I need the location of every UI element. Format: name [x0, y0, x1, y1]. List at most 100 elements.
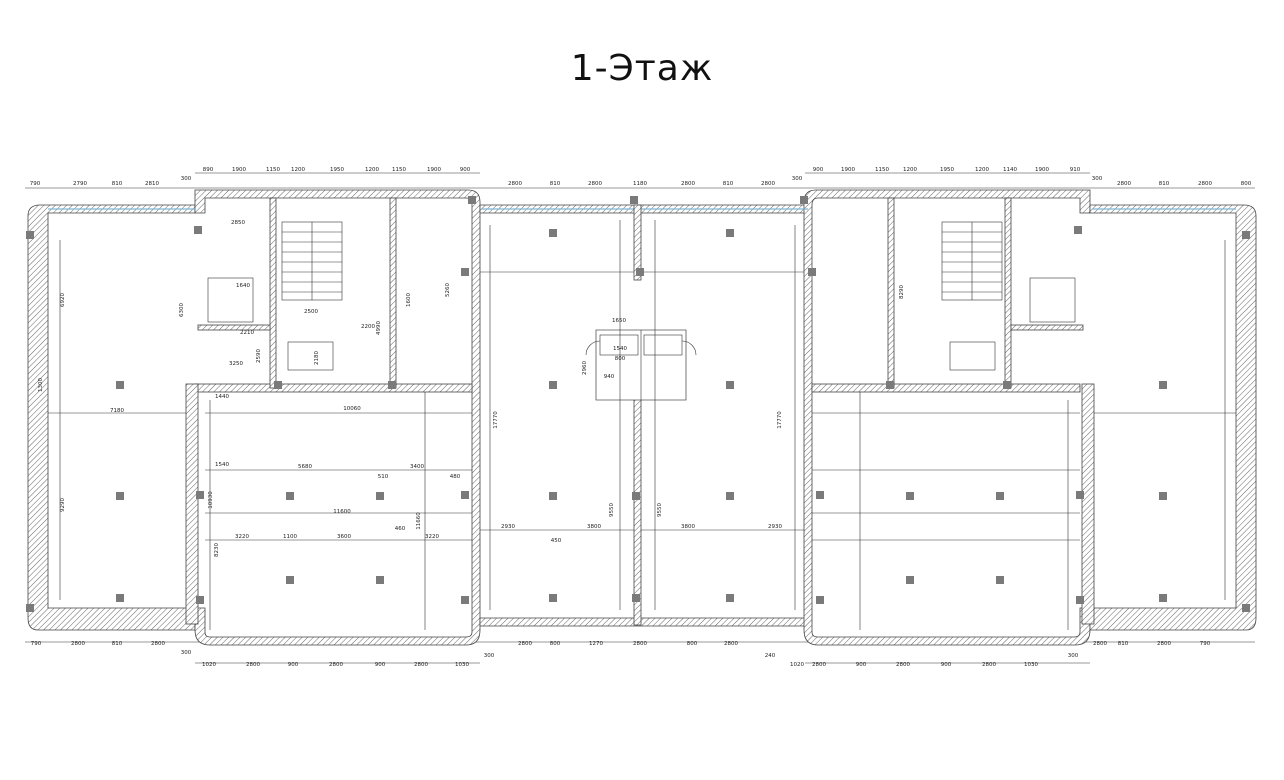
dimension-label-bottom: 2800 — [724, 641, 738, 647]
column-square — [116, 381, 124, 389]
column-square — [632, 492, 640, 500]
room-dimension-label: 8290 — [899, 285, 905, 299]
dimension-label-bottom: 2800 — [329, 662, 343, 668]
dimension-label-bottom: 300 — [181, 650, 192, 656]
room-dimension-label: 3220 — [425, 534, 439, 540]
room-dimension-label: 3400 — [410, 464, 424, 470]
dimension-label-bottom: 2800 — [982, 662, 996, 668]
column-square — [26, 231, 34, 239]
room-dimension-label: 1100 — [283, 534, 297, 540]
column-square — [816, 596, 824, 604]
interior-walls — [185, 197, 1095, 626]
dimension-lines-top — [25, 172, 1255, 189]
column-square — [274, 381, 282, 389]
dimension-label-top: 1150 — [392, 167, 406, 173]
dimension-label-top: 1200 — [291, 167, 305, 173]
room-dimension-label: 2960 — [582, 361, 588, 375]
dimension-label-top: 1950 — [330, 167, 344, 173]
room-dimension-label: 450 — [551, 538, 562, 544]
dimension-label-top: 2790 — [73, 181, 87, 187]
dimension-label-bottom: 790 — [31, 641, 42, 647]
dimension-label-top: 890 — [203, 167, 214, 173]
room-dimension-label: 2210 — [240, 330, 254, 336]
dimension-label-top: 810 — [550, 181, 561, 187]
room-dimension-label: 6920 — [60, 293, 66, 307]
dimension-label-top: 1900 — [232, 167, 246, 173]
room-dimension-label: 1600 — [406, 293, 412, 307]
dimension-label-bottom: 2800 — [896, 662, 910, 668]
room-dimension-label: 3800 — [587, 524, 601, 530]
room-dimension-label: 11600 — [333, 509, 351, 515]
dimension-label-top: 900 — [460, 167, 471, 173]
room-dimension-label: 10930 — [208, 491, 214, 509]
column-square — [468, 196, 476, 204]
room-dimension-label: 1650 — [612, 318, 626, 324]
dimension-label-bottom: 300 — [484, 653, 495, 659]
room-dimension-label: 1540 — [613, 346, 627, 352]
column-square — [461, 268, 469, 276]
column-square — [1159, 381, 1167, 389]
column-square — [996, 492, 1004, 500]
room-dimension-label: 6300 — [179, 303, 185, 317]
dimension-label-top: 1200 — [365, 167, 379, 173]
dimension-label-bottom: 810 — [1118, 641, 1129, 647]
dimension-label-bottom: 2800 — [246, 662, 260, 668]
dimension-label-top: 1150 — [875, 167, 889, 173]
dimension-label-top: 910 — [1070, 167, 1081, 173]
room-dimension-label: 2180 — [314, 351, 320, 365]
room-dimension-label: 8230 — [214, 543, 220, 557]
room-dimension-label: 510 — [378, 474, 389, 480]
dimension-label-bottom: 2800 — [71, 641, 85, 647]
column-square — [1076, 596, 1084, 604]
central-lobby — [585, 329, 697, 401]
room-dimension-label: 2850 — [231, 220, 245, 226]
dimension-label-bottom: 2800 — [414, 662, 428, 668]
dimension-label-bottom: 1030 — [1024, 662, 1038, 668]
dimension-label-top: 1900 — [427, 167, 441, 173]
room-dimension-label: 3220 — [235, 534, 249, 540]
dimension-label-top: 1140 — [1003, 167, 1017, 173]
dimension-label-top: 2800 — [508, 181, 522, 187]
dimension-label-top: 1180 — [633, 181, 647, 187]
dimension-label-top: 1900 — [841, 167, 855, 173]
column-square — [388, 381, 396, 389]
column-square — [549, 492, 557, 500]
dimension-label-top: 300 — [792, 176, 803, 182]
room-dimension-label: 3250 — [229, 361, 243, 367]
room-dimension-label: 7180 — [110, 408, 124, 414]
dimension-label-bottom: 1020 — [202, 662, 216, 668]
room-dimension-label: 800 — [615, 356, 626, 362]
room-dimension-label: 9550 — [609, 503, 615, 517]
column-square — [116, 594, 124, 602]
column-square — [726, 594, 734, 602]
dimension-label-top: 1200 — [975, 167, 989, 173]
room-dimension-label: 2200 — [361, 324, 375, 330]
dimension-label-top: 2800 — [1117, 181, 1131, 187]
dimension-label-top: 810 — [1159, 181, 1170, 187]
dimension-label-top: 2800 — [588, 181, 602, 187]
column-square — [461, 491, 469, 499]
column-square — [886, 381, 894, 389]
dimension-label-top: 2800 — [681, 181, 695, 187]
column-square — [194, 226, 202, 234]
room-dimension-label: 3600 — [337, 534, 351, 540]
column-square — [376, 576, 384, 584]
dimension-label-bottom: 800 — [687, 641, 698, 647]
room-dimension-label: 2500 — [304, 309, 318, 315]
room-dimension-label: 1300 — [38, 378, 44, 392]
dimension-label-bottom: 2800 — [1157, 641, 1171, 647]
dimension-label-top: 300 — [1092, 176, 1103, 182]
column-square — [1242, 231, 1250, 239]
column-square — [906, 492, 914, 500]
dimension-label-bottom: 240 — [765, 653, 776, 659]
dimension-label-bottom: 900 — [375, 662, 386, 668]
column-square — [800, 196, 808, 204]
dimension-label-top: 2800 — [761, 181, 775, 187]
room-dimension-label: 1640 — [236, 283, 250, 289]
column-square — [1076, 491, 1084, 499]
room-dimension-label: 480 — [450, 474, 461, 480]
column-square — [196, 491, 204, 499]
room-dimension-label: 5260 — [445, 283, 451, 297]
dimension-label-bottom: 800 — [550, 641, 561, 647]
